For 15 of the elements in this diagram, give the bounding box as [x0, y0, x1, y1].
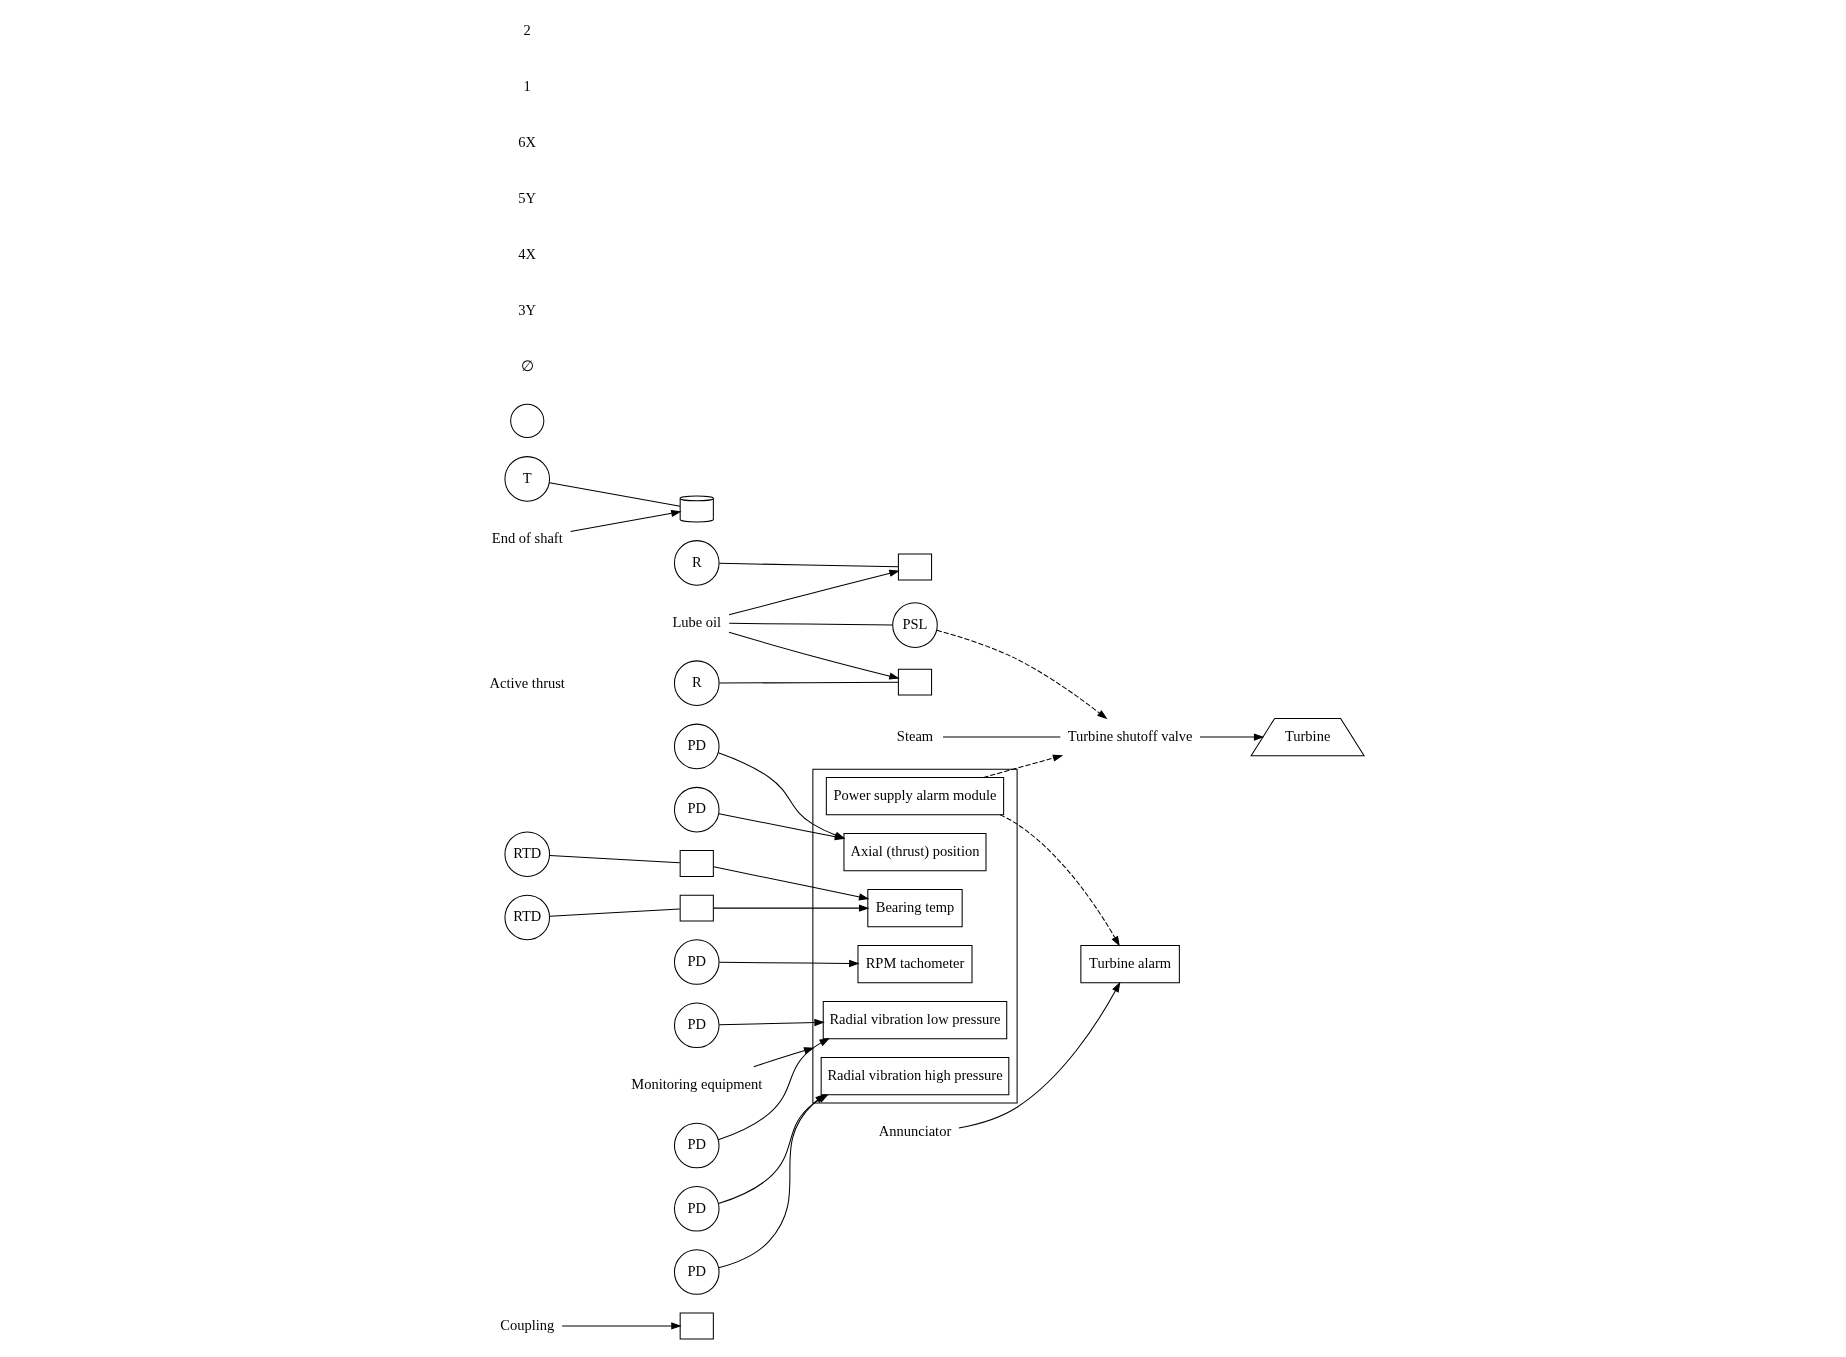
label: 1	[523, 77, 531, 94]
label: 4X	[518, 245, 537, 262]
label: 6X	[518, 133, 537, 150]
node-text: Active thrust	[489, 675, 565, 692]
label: 2	[523, 21, 531, 38]
node-text: End of shaft	[491, 529, 563, 546]
node-text: Monitoring equipment	[631, 1076, 763, 1093]
label: 3Y	[518, 301, 537, 318]
node-text: Steam	[896, 727, 934, 744]
node-text: Coupling	[500, 1316, 555, 1333]
label: ∅	[520, 357, 534, 374]
node-text: Turbine shutoff valve	[1067, 727, 1193, 744]
node-text: Lube oil	[672, 613, 722, 630]
label: 5Y	[518, 189, 537, 206]
node-text: Annunciator	[878, 1122, 952, 1139]
